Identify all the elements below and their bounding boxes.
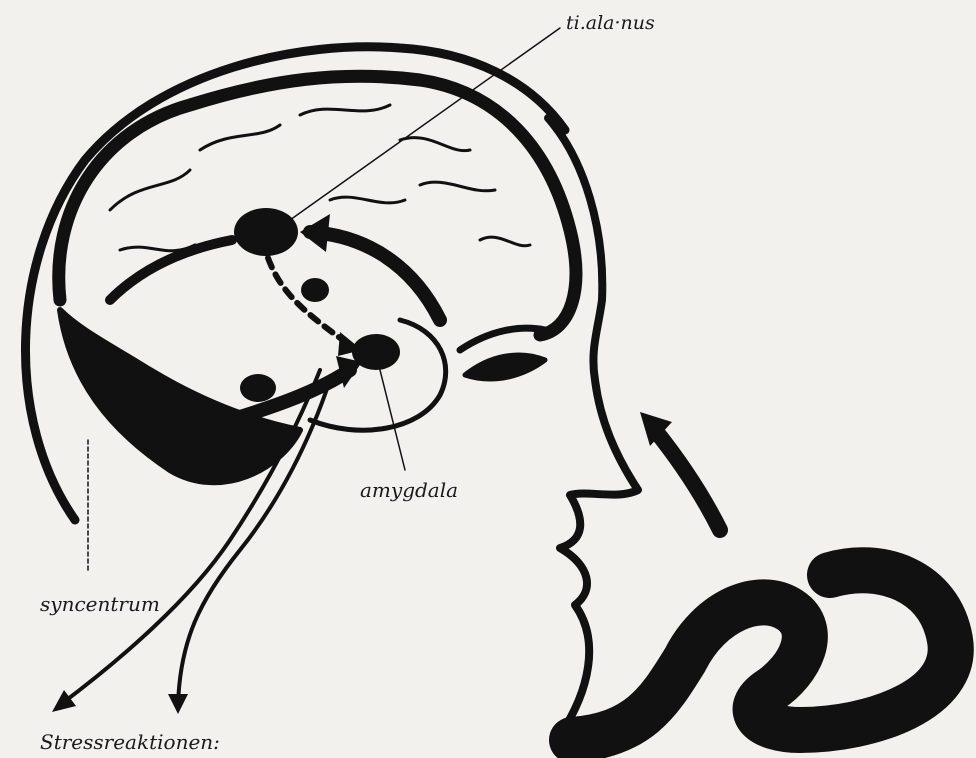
hypothalamus-blob — [301, 278, 329, 302]
thalamus-node — [234, 208, 298, 256]
gyrus-2 — [200, 125, 280, 150]
gyrus-5 — [420, 182, 495, 191]
arrowhead-thalamus — [300, 214, 330, 252]
brainstem-blob — [240, 374, 276, 402]
arrow-snake-to-eye — [655, 430, 720, 530]
arrow-eye-to-thalamus — [310, 232, 440, 320]
dashed-pathway — [268, 258, 350, 345]
gyrus-1 — [110, 170, 190, 210]
arrowhead-right-out — [168, 694, 188, 714]
gyrus-3 — [300, 105, 390, 115]
amygdala-label: amygdala — [360, 478, 458, 502]
eye-icon — [465, 355, 545, 379]
stress-reactions-label: Stressreaktionen: — [40, 730, 220, 754]
gyrus-4 — [400, 138, 470, 151]
gyrus-8 — [480, 237, 530, 246]
snake-icon — [572, 570, 951, 740]
gyrus-7 — [330, 197, 405, 203]
amygdala-leader — [378, 362, 405, 470]
thalamus-label: ti.ala·nus — [566, 12, 655, 34]
skull-outline — [25, 47, 565, 520]
amygdala-node — [352, 334, 400, 370]
brow-line — [460, 328, 545, 350]
syncentrum-label: syncentrum — [40, 592, 160, 616]
